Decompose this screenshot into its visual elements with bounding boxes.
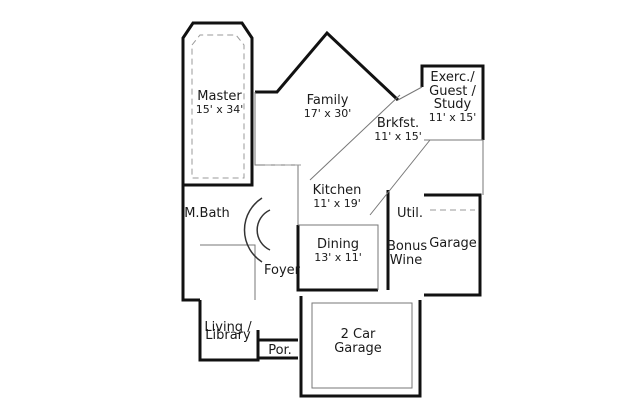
room-garage: Garage [427,237,479,251]
room-porch: Por. [265,344,295,358]
room-master: Master 15' x 34' [192,90,247,115]
room-name-line-1: Living / [204,320,252,335]
room-kitchen: Kitchen 11' x 19' [307,184,367,209]
room-name: Foyer [263,263,300,278]
room-name-line-2: Garage [334,340,382,356]
room-dining: Dining 13' x 11' [308,238,368,263]
living-library-wall [198,300,260,362]
room-living-library: Living / Library [203,321,253,342]
room-name: Master [197,89,242,104]
room-name-line-1: Bonus [387,239,428,254]
room-utility: Util. [394,207,426,221]
room-dimensions: 17' x 30' [303,106,352,120]
room-name: Brkfst. [376,116,420,131]
room-exercise-guest-study: Exerc./ Guest / Study 11' x 15' [425,71,480,123]
room-family: Family 17' x 30' [295,94,360,119]
room-name: Dining [317,237,359,252]
room-name: M.Bath [184,206,230,221]
two-car-garage-wall [299,296,422,398]
room-two-car-garage: 2 Car Garage [328,328,388,355]
room-breakfast: Brkfst. 11' x 15' [368,117,428,142]
room-name-line-3: Study [433,97,472,113]
room-name-line-2: Library [205,327,251,343]
room-dimensions: 11' x 15' [428,110,477,124]
room-dimensions: 11' x 15' [374,129,422,143]
room-master-bath: M.Bath [182,207,232,221]
family-wall [255,30,400,102]
room-name-line-1: 2 Car [340,327,376,342]
room-dimensions: 11' x 19' [313,196,361,210]
room-foyer: Foyer [262,264,302,278]
room-name: Garage [429,236,477,251]
room-name: Util. [397,206,423,221]
room-name: Family [306,93,349,108]
room-dimensions: 15' x 34' [195,102,244,116]
exercise-wall [420,64,485,140]
room-bonus-wine: Bonus Wine [387,239,428,268]
room-name-line-2: Guest / [429,83,476,99]
room-name-line-1: Exerc./ [430,70,475,85]
room-name-line-2: Wine [389,252,423,268]
garage-wall [424,193,482,297]
room-dimensions: 13' x 11' [314,250,362,264]
room-name: Kitchen [312,183,362,198]
room-name: Por. [268,343,292,358]
